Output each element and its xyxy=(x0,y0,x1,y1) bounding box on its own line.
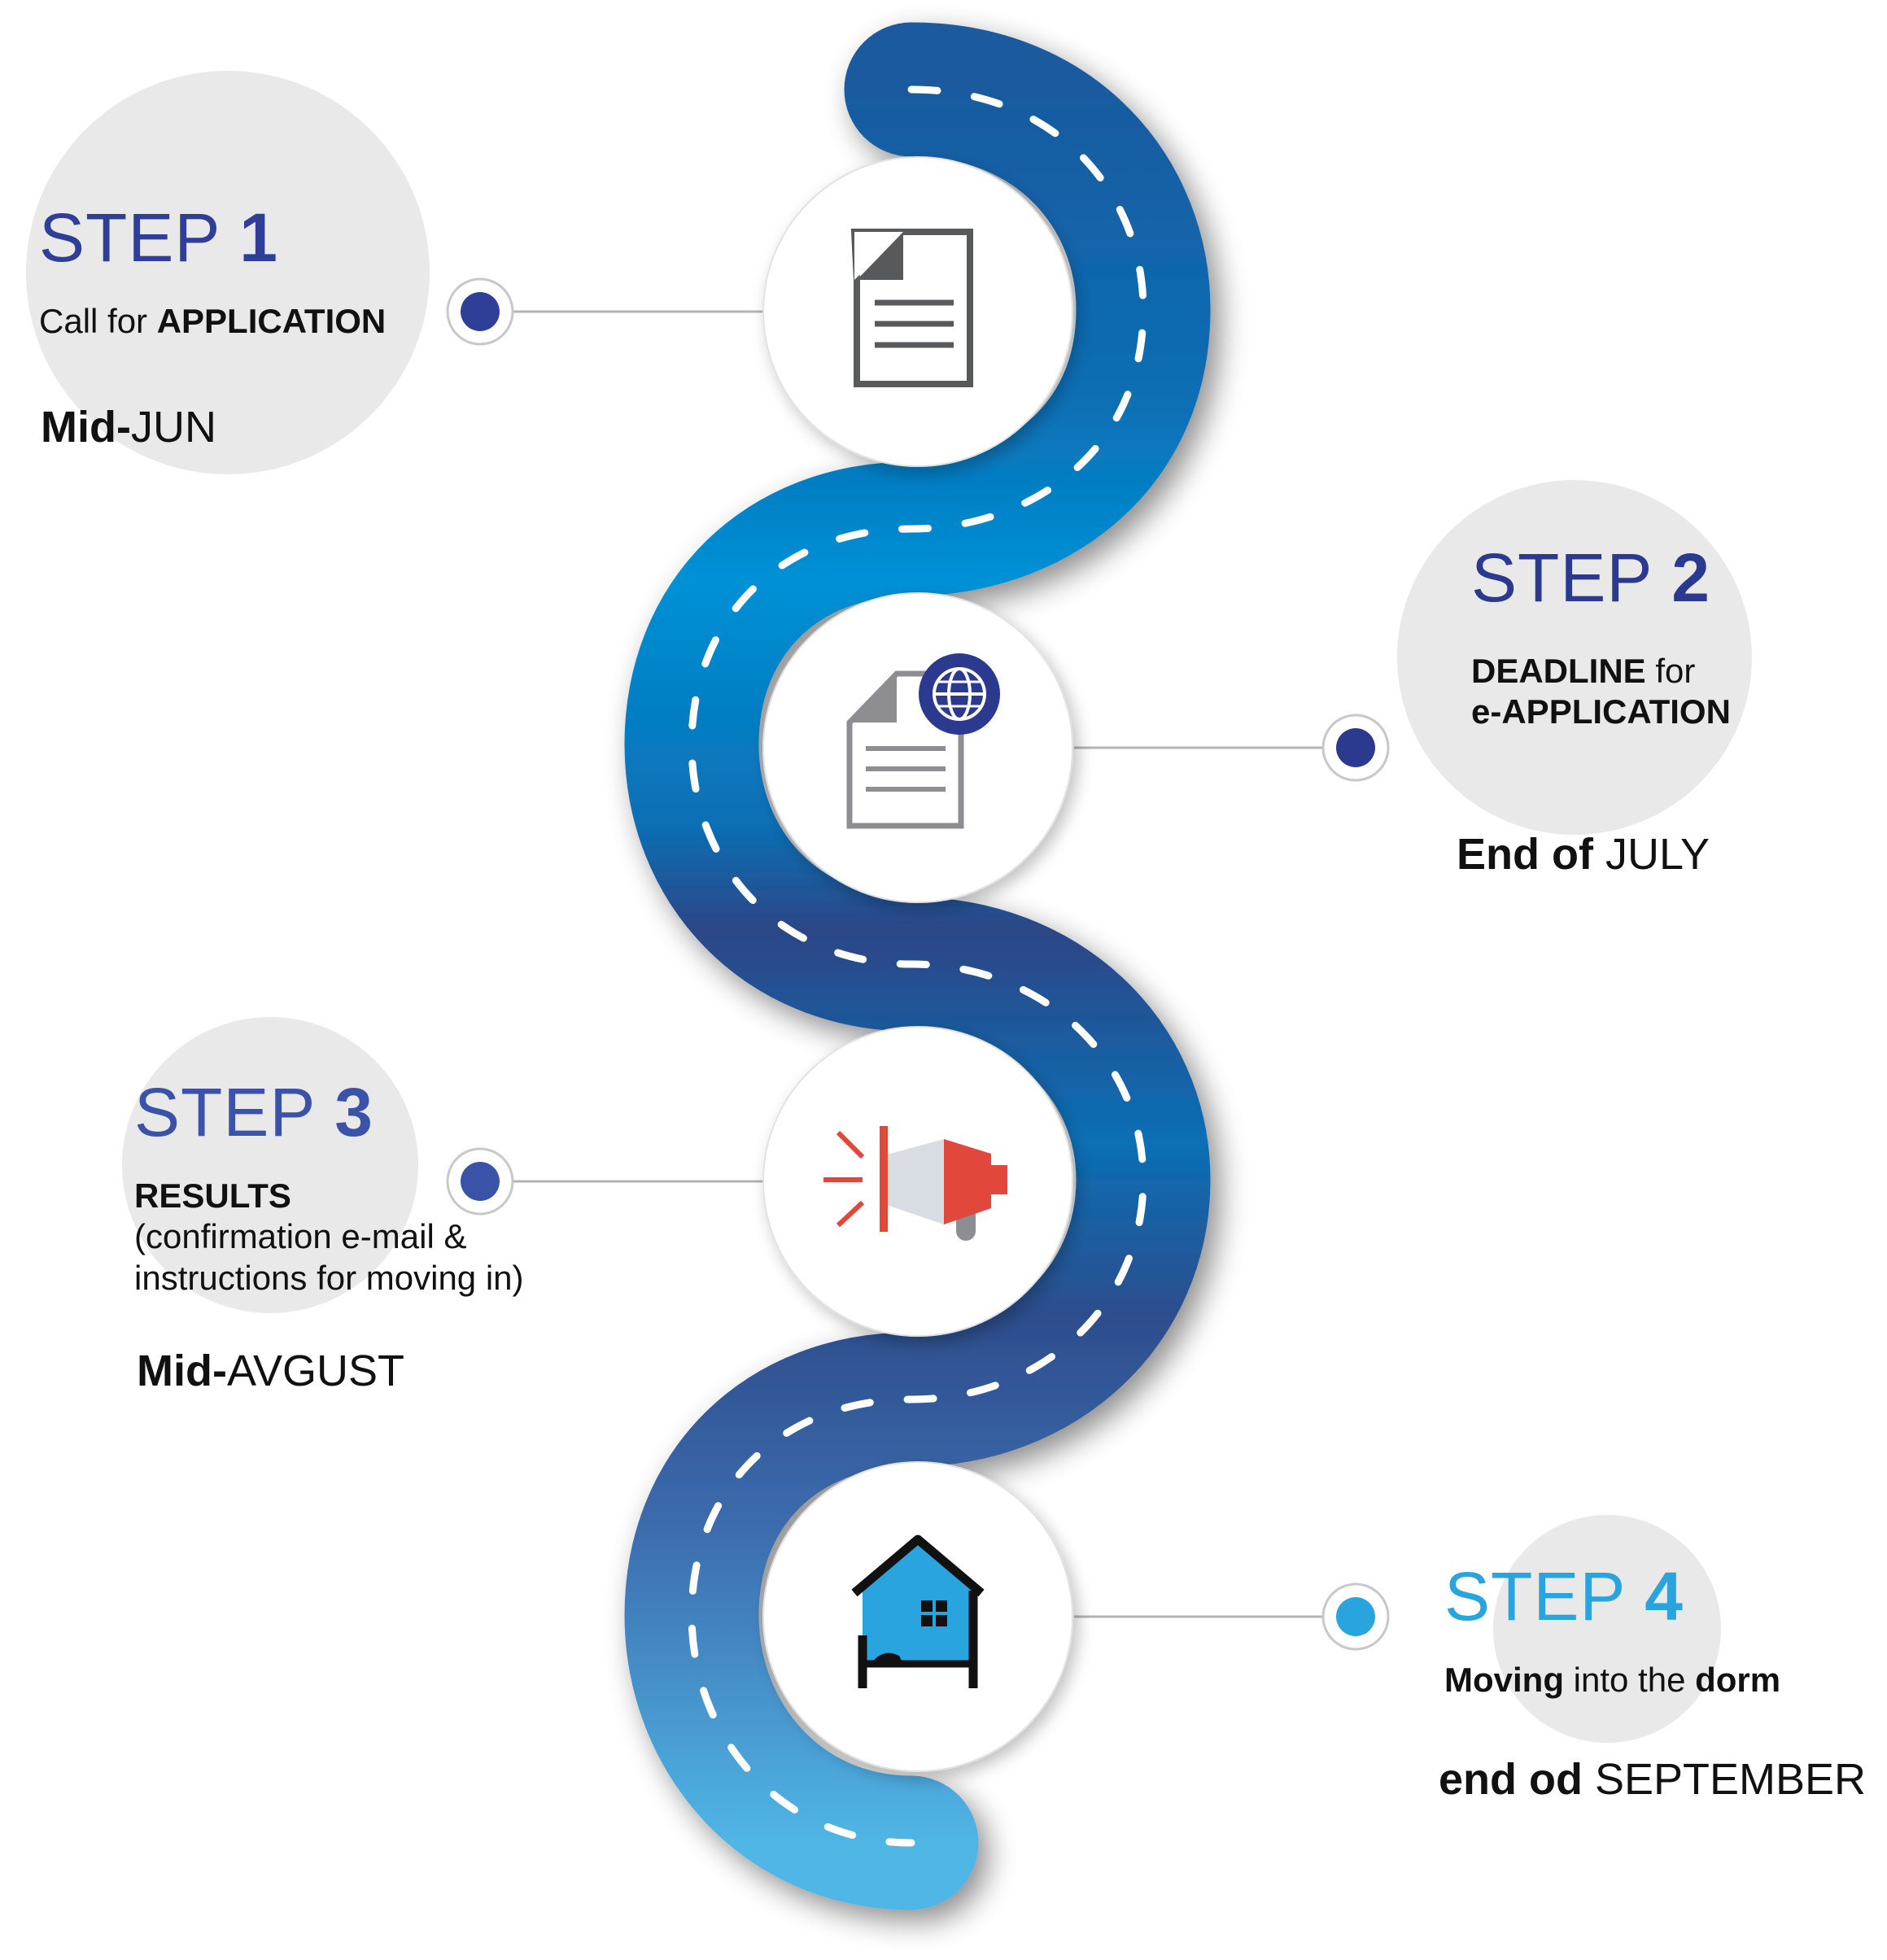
step1-bubble xyxy=(26,71,430,474)
megaphone-icon xyxy=(823,1126,1007,1241)
step1-title: STEP 1 xyxy=(39,199,278,276)
step4-description: Moving into the dorm xyxy=(1444,1661,1781,1699)
step1-description: Call for APPLICATION xyxy=(39,302,387,340)
step2-bubble xyxy=(1397,480,1752,835)
step2-date: End of JULY xyxy=(1457,830,1710,879)
step3-bubble xyxy=(122,1017,418,1313)
step1-date: Mid-JUN xyxy=(41,403,216,452)
step3-description: RESULTS (confirmation e-mail & instructi… xyxy=(134,1176,524,1297)
step2-title: STEP 2 xyxy=(1471,539,1710,616)
e-document-globe-icon xyxy=(846,653,1000,829)
step1-dot xyxy=(446,277,514,346)
document-icon xyxy=(850,229,973,387)
step3-date: Mid-AVGUST xyxy=(137,1347,404,1395)
step2-dot xyxy=(1321,714,1390,782)
house-bed-icon xyxy=(851,1534,985,1688)
step4-dot xyxy=(1321,1582,1390,1651)
step3-dot xyxy=(446,1147,514,1216)
step4-title: STEP 4 xyxy=(1444,1558,1684,1635)
step4-date: end od SEPTEMBER xyxy=(1439,1755,1867,1804)
step3-title: STEP 3 xyxy=(134,1074,373,1150)
road-center-dashes xyxy=(688,85,1147,1847)
step2-description: DEADLINE for e-APPLICATION xyxy=(1471,652,1731,731)
step4-bubble xyxy=(1493,1515,1721,1743)
